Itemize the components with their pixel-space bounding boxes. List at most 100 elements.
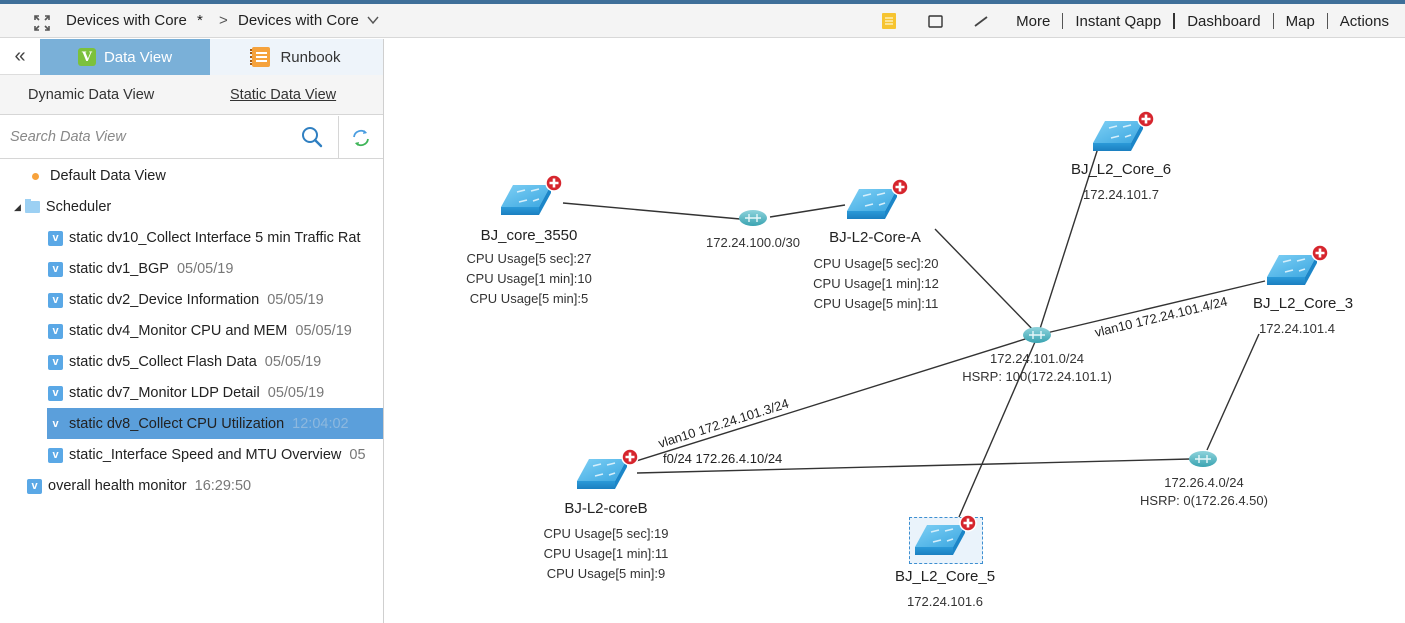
tree-item-timestamp: 05/05/19 <box>264 354 322 370</box>
network-hub-icon[interactable] <box>1022 326 1052 344</box>
network-hsrp: HSRP: 0(172.26.4.50) <box>1140 493 1268 508</box>
tab-label: Data View <box>103 48 173 66</box>
tree-item-dataview[interactable]: v static dv7_Monitor LDP Detail 05/05/19 <box>0 380 383 406</box>
tree-item-label: Default Data View <box>50 168 166 184</box>
folder-icon <box>24 199 40 213</box>
tree-item-dataview-selected[interactable]: v static dv8_Collect CPU Utilization 12:… <box>0 408 383 439</box>
device-name[interactable]: BJ-L2-Core-A <box>829 229 921 246</box>
tree-item-default-data-view[interactable]: Default Data View <box>0 163 383 189</box>
search-button[interactable] <box>300 125 328 151</box>
switch-icon[interactable] <box>575 447 640 491</box>
tab-runbook[interactable]: Runbook <box>210 39 383 75</box>
links <box>562 147 1266 518</box>
device-details: 172.24.101.7 <box>1083 185 1159 205</box>
tree-item-dataview[interactable]: v static_Interface Speed and MTU Overvie… <box>0 442 383 468</box>
tree-item-dataview[interactable]: v static dv5_Collect Flash Data 05/05/19 <box>0 349 383 375</box>
runbook-icon <box>250 47 271 67</box>
tree-item-timestamp: 12:04:02 <box>292 415 349 432</box>
rectangle-tool-button[interactable] <box>912 4 958 38</box>
link-core3-net3[interactable] <box>1206 333 1260 451</box>
device-name[interactable]: BJ_core_3550 <box>480 227 578 244</box>
tree-item-label: static_Interface Speed and MTU Overview <box>69 447 342 463</box>
unsaved-marker: * <box>197 12 203 29</box>
tree-item-timestamp: 05/05/19 <box>267 385 325 401</box>
topology-links: vlan10 172.24.101.4/24 vlan10 172.24.101… <box>499 109 1330 557</box>
network-hub-icon[interactable] <box>1188 450 1218 468</box>
data-view-icon: v <box>48 230 63 246</box>
switch-icon[interactable] <box>499 173 564 217</box>
tree-item-label: static dv4_Monitor CPU and MEM <box>69 323 288 339</box>
switch-icon[interactable] <box>845 177 910 221</box>
network-hub-icon[interactable] <box>738 209 768 227</box>
refresh-button[interactable] <box>338 116 383 159</box>
expand-triangle-icon[interactable]: ◢ <box>14 201 21 212</box>
map-menu[interactable]: Map <box>1285 12 1315 30</box>
network-label: 172.26.4.0/24 HSRP: 0(172.26.4.50) <box>1140 474 1268 510</box>
link-corea-net2[interactable] <box>934 228 1039 336</box>
data-view-icon: v <box>48 447 63 463</box>
link-label: vlan10 172.24.101.3/24 <box>656 396 790 451</box>
line-tool-button[interactable] <box>958 4 1004 38</box>
device-name[interactable]: BJ_L2_Core_6 <box>1070 161 1172 178</box>
dashboard-button[interactable]: Dashboard <box>1187 12 1261 30</box>
link-3550-net1[interactable] <box>562 202 741 220</box>
device-detail-line: CPU Usage[5 min]:9 <box>546 566 666 581</box>
note-icon <box>882 13 897 29</box>
tab-static-data-view[interactable]: Static Data View <box>230 87 337 103</box>
actions-menu[interactable]: Actions <box>1339 12 1389 30</box>
tab-dynamic-data-view[interactable]: Dynamic Data View <box>28 87 155 103</box>
tree-item-dataview[interactable]: v overall health monitor 16:29:50 <box>0 473 383 499</box>
breadcrumb-label: Devices with Core <box>238 12 359 29</box>
selection-highlight <box>47 408 383 439</box>
breadcrumb-item-current[interactable]: Devices with Core <box>238 12 379 29</box>
topology-map-canvas[interactable]: vlan10 172.24.101.4/24 vlan10 172.24.101… <box>385 39 1405 623</box>
device-detail-line: CPU Usage[5 sec]:27 <box>466 251 592 266</box>
tree-item-scheduler-folder[interactable]: ◢ Scheduler <box>0 194 383 220</box>
collapse-panel-button[interactable]: « <box>0 39 40 75</box>
switch-icon[interactable] <box>1265 243 1330 287</box>
network-label: 172.24.101.0/24 HSRP: 100(172.24.101.1) <box>962 350 1112 386</box>
breadcrumb-item-parent[interactable]: Devices with Core * <box>66 12 203 29</box>
device-details: CPU Usage[5 sec]:20 CPU Usage[1 min]:12 … <box>813 254 939 314</box>
data-view-icon: V <box>77 48 96 66</box>
tree-item-timestamp: 05/05/19 <box>176 261 234 277</box>
device-name[interactable]: BJ-L2-coreB <box>564 500 648 517</box>
data-view-icon: v <box>48 323 63 339</box>
note-button[interactable] <box>866 4 912 38</box>
device-ip: 172.24.101.6 <box>907 594 983 609</box>
divider <box>1272 13 1274 29</box>
data-view-panel: « V Data View Runbook Dynamic Data View … <box>0 39 384 623</box>
switch-icon[interactable] <box>913 513 978 557</box>
link-label: f0/24 172.26.4.10/24 <box>663 451 782 466</box>
link-core6-net2[interactable] <box>1037 147 1099 336</box>
device-detail-line: CPU Usage[5 min]:5 <box>469 291 589 306</box>
tree-item-timestamp: 16:29:50 <box>194 478 252 494</box>
search-input[interactable] <box>10 126 290 148</box>
search-row <box>0 116 383 159</box>
device-detail-line: CPU Usage[5 min]:11 <box>813 296 939 311</box>
link-coreb-net3[interactable] <box>636 458 1191 474</box>
fullscreen-icon[interactable] <box>33 14 51 32</box>
tree-item-label: static dv7_Monitor LDP Detail <box>69 385 260 401</box>
device-details: 172.24.101.4 <box>1259 319 1335 339</box>
tree-item-label: static dv1_BGP <box>69 261 169 277</box>
switch-icon[interactable] <box>1091 109 1156 153</box>
more-menu[interactable]: More <box>1016 12 1051 30</box>
link-coreb-net2[interactable] <box>632 334 1039 463</box>
device-detail-line: CPU Usage[5 sec]:19 <box>543 526 669 541</box>
tree-item-label: static dv10_Collect Interface 5 min Traf… <box>69 230 361 246</box>
tab-data-view[interactable]: V Data View <box>40 39 210 75</box>
device-name[interactable]: BJ_L2_Core_3 <box>1252 295 1354 312</box>
tree-item-dataview[interactable]: v static dv2_Device Information 05/05/19 <box>0 287 383 313</box>
instant-qapp-button[interactable]: Instant Qapp <box>1075 12 1162 30</box>
device-ip: 172.24.101.4 <box>1259 321 1335 336</box>
tree-item-dataview[interactable]: v static dv10_Collect Interface 5 min Tr… <box>0 225 383 251</box>
link-core3-net2[interactable] <box>1037 280 1266 336</box>
tree-item-dataview[interactable]: v static dv4_Monitor CPU and MEM 05/05/1… <box>0 318 383 344</box>
link-net1-corea[interactable] <box>769 204 846 218</box>
tree-item-dataview[interactable]: v static dv1_BGP 05/05/19 <box>0 256 383 282</box>
device-ip: 172.24.101.7 <box>1083 187 1159 202</box>
link-net2-core5[interactable] <box>958 334 1039 518</box>
divider <box>1173 13 1176 29</box>
device-name[interactable]: BJ_L2_Core_5 <box>894 568 996 585</box>
